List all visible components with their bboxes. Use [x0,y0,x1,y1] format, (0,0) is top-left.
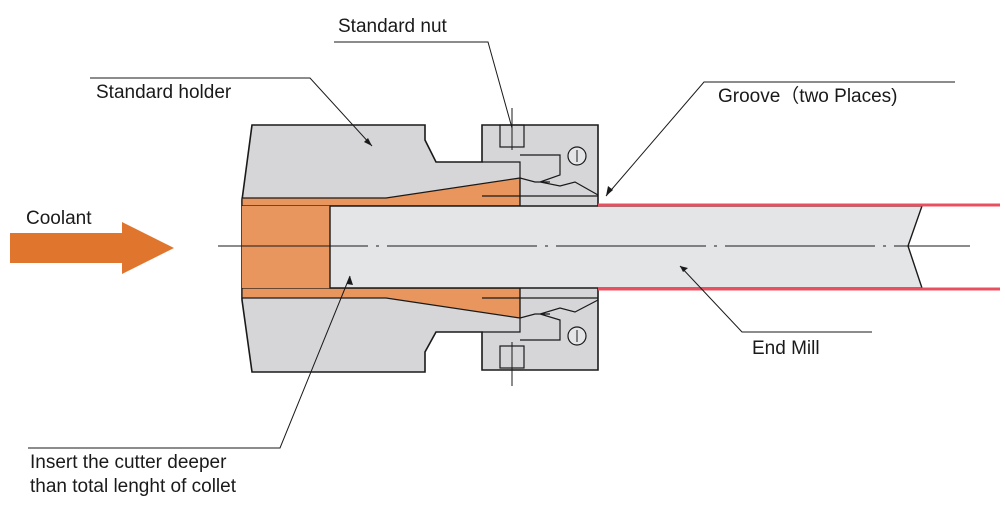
leader-arrowhead-holder [364,138,372,146]
end-mill-shank [329,205,923,289]
nut-detail-top [482,154,599,206]
coolant-arrow [10,222,174,274]
leader-standard-nut [334,41,513,129]
label-groove: Groove（two Places) [718,86,898,107]
label-insert-line1: Insert the cutter deeper [30,452,227,473]
label-coolant: Coolant [26,208,92,229]
label-standard-nut: Standard nut [338,16,447,37]
leader-end-mill [679,265,872,333]
nut-detail-bottom [482,288,599,341]
label-standard-holder: Standard holder [96,82,232,103]
leader-arrowhead-insert [347,276,353,285]
leader-standard-holder [90,77,373,147]
collet-back [242,206,330,288]
label-insert-line2: than total lenght of collet [30,476,236,497]
leader-arrowhead-groove [606,186,613,196]
leader-insert [28,275,351,449]
leader-groove [605,81,955,197]
leader-arrowhead-end-mill [680,266,688,272]
label-end-mill: End Mill [752,338,820,359]
